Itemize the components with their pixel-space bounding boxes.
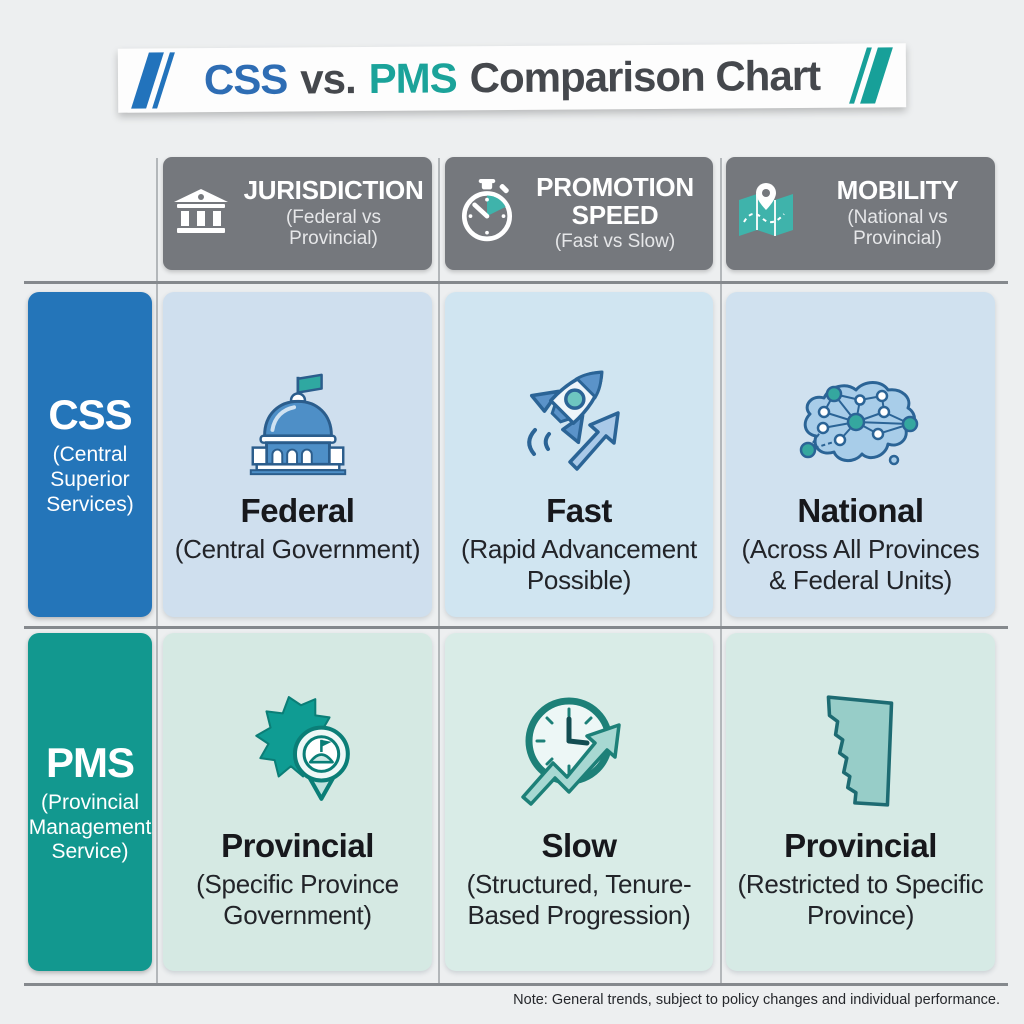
province-outline-icon [814, 661, 908, 811]
column-header-subtitle: (Federal vs Provincial) [285, 206, 382, 249]
blue-slashes-icon [131, 48, 175, 112]
cell-css-jurisdiction: Federal (Central Government) [163, 292, 432, 617]
grid-divider-horizontal [24, 983, 1008, 986]
cell-css-mobility: National (Across All Provinces & Federal… [726, 292, 995, 617]
province-map-pin-icon [238, 661, 358, 811]
cell-subtitle: (Across All Provinces & Federal Units) [741, 534, 980, 595]
row-label-title: PMS [45, 738, 135, 786]
title-vs: vs. [300, 55, 356, 103]
row-label-pms: PMS (Provincial Management Service) [28, 633, 152, 971]
capitol-building-icon [239, 318, 357, 476]
clock-growth-icon [511, 661, 647, 811]
map-icon [736, 182, 796, 245]
cell-subtitle: (Structured, Tenure-Based Progression) [466, 869, 692, 930]
column-header-subtitle: (National vs Provincial) [847, 206, 948, 249]
cell-subtitle: (Central Government) [174, 534, 421, 564]
bank-icon [172, 188, 230, 239]
footer-note: Note: General trends, subject to policy … [513, 992, 1000, 1008]
row-label-title: CSS [48, 391, 132, 439]
column-header-jurisdiction: JURISDICTION (Federal vs Provincial) [163, 157, 432, 270]
cell-heading: Provincial [784, 827, 937, 864]
cell-heading: Provincial [221, 827, 374, 864]
grid-divider-vertical [156, 158, 158, 984]
row-label-subtitle: (Central Superior Services) [46, 443, 134, 516]
column-header-mobility: MOBILITY (National vs Provincial) [726, 157, 995, 270]
row-label-subtitle: (Provincial Management Service) [28, 790, 152, 864]
column-header-label: PROMOTION SPEED [536, 172, 694, 230]
row-label-css: CSS (Central Superior Services) [28, 292, 152, 617]
cell-heading: Federal [240, 492, 355, 529]
grid-divider-horizontal [24, 626, 1008, 629]
page-title: CSS vs. PMS Comparison Chart [166, 52, 858, 105]
cell-heading: National [797, 492, 924, 529]
title-css: CSS [203, 55, 288, 104]
teal-slashes-icon [849, 43, 893, 107]
cell-pms-jurisdiction: Provincial (Specific Province Government… [163, 633, 432, 971]
cell-pms-promotion-speed: Slow (Structured, Tenure-Based Progressi… [445, 633, 713, 971]
national-network-map-icon [790, 318, 932, 476]
stopwatch-icon [458, 179, 516, 248]
grid-divider-horizontal [24, 281, 1008, 284]
cell-subtitle: (Specific Province Government) [196, 869, 399, 930]
title-rest: Comparison Chart [469, 51, 821, 102]
cell-subtitle: (Restricted to Specific Province) [737, 869, 984, 930]
cell-heading: Slow [541, 827, 617, 864]
grid-divider-vertical [720, 158, 722, 984]
grid-divider-vertical [438, 158, 440, 984]
column-header-label: JURISDICTION [243, 175, 424, 206]
cell-subtitle: (Rapid Advancement Possible) [461, 534, 697, 595]
column-header-subtitle: (Fast vs Slow) [554, 230, 676, 252]
column-header-label: MOBILITY [836, 175, 959, 206]
title-banner: CSS vs. PMS Comparison Chart [117, 43, 907, 113]
cell-css-promotion-speed: Fast (Rapid Advancement Possible) [445, 292, 713, 617]
rocket-arrow-icon [512, 318, 646, 476]
cell-pms-mobility: Provincial (Restricted to Specific Provi… [726, 633, 995, 971]
title-pms: PMS [368, 54, 457, 103]
column-header-promotion-speed: PROMOTION SPEED (Fast vs Slow) [445, 157, 713, 270]
cell-heading: Fast [546, 492, 612, 529]
